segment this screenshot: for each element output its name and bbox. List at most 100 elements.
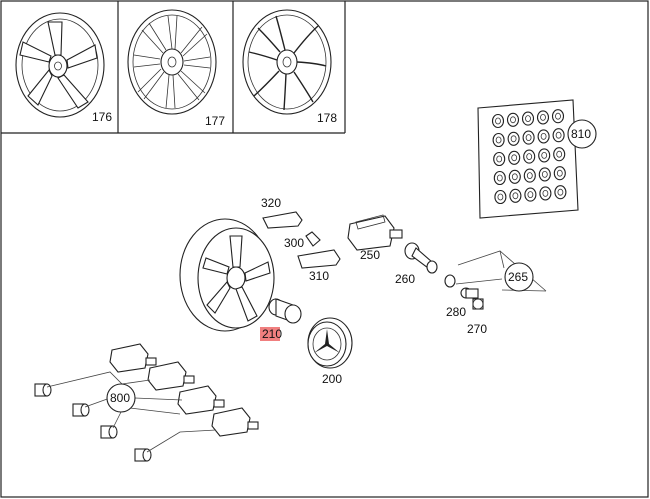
part-800-sensor-kit[interactable] (34, 343, 259, 462)
sensor-body (109, 343, 149, 373)
sticker (506, 112, 520, 127)
sticker (537, 129, 550, 144)
tire-pressure-sensor (109, 343, 157, 373)
sticker-center (541, 170, 548, 178)
wheel-176-label: 176 (92, 110, 112, 124)
sticker-center (555, 131, 562, 139)
part-270-label: 270 (467, 322, 487, 336)
part-300-bracket[interactable] (305, 231, 321, 247)
part-810-label: 810 (571, 127, 591, 141)
sticker-grid (491, 109, 567, 205)
sticker-center (540, 132, 547, 140)
part-280-label: 280 (446, 305, 466, 319)
wheel-177-thumbnail[interactable] (127, 9, 217, 115)
leader-line (121, 379, 151, 385)
leader-line (146, 429, 217, 453)
part-280-nut[interactable] (460, 287, 479, 299)
wheel-178-label: 178 (317, 111, 337, 125)
sticker (491, 113, 505, 129)
sticker (492, 132, 505, 148)
leader-line (134, 397, 183, 401)
sticker-center (511, 173, 518, 181)
sensor-stem (145, 357, 157, 366)
part-260-valve-stem[interactable] (404, 242, 438, 274)
part-810-sticker-sheet[interactable] (477, 99, 579, 219)
sticker (493, 151, 506, 167)
leader-line (46, 371, 123, 388)
sticker-center (556, 150, 563, 158)
leader-line (129, 407, 181, 415)
sticker-center (511, 154, 518, 162)
part-200-hub-cap[interactable] (307, 317, 353, 369)
sticker-center (556, 169, 563, 177)
sticker-center (525, 134, 532, 142)
leader-line (112, 411, 122, 429)
sticker (536, 110, 550, 125)
sensor-stem (183, 375, 195, 384)
part-250-tire-pressure-sensor[interactable] (347, 214, 403, 251)
tire-pressure-sensor (147, 361, 195, 391)
bolt-head (142, 448, 152, 462)
part-250-label: 250 (360, 248, 380, 262)
sticker-center (555, 112, 561, 120)
sticker (538, 148, 551, 163)
sticker-center (495, 136, 502, 144)
sticker-center (510, 135, 517, 143)
sticker (494, 189, 507, 205)
bolt-head (80, 403, 90, 417)
part-265-label: 265 (508, 270, 528, 284)
sensor-body (177, 385, 217, 415)
part-210-highlight (260, 327, 280, 341)
sensor-body (147, 361, 187, 391)
part-210-label: 210 (262, 327, 282, 341)
sticker (523, 168, 536, 183)
sticker-center (496, 174, 503, 182)
bolt-head (42, 383, 52, 397)
sticker (553, 147, 566, 162)
tire-pressure-sensor (177, 385, 225, 415)
part-200-label: 200 (322, 372, 342, 386)
sticker-center (540, 114, 546, 121)
sticker-center (510, 116, 516, 124)
part-310-plate[interactable] (297, 249, 341, 269)
sensor-bolt (134, 448, 152, 462)
sticker-center (497, 193, 504, 201)
sticker-center (526, 172, 533, 180)
part-270-cap[interactable] (472, 298, 484, 310)
sticker (523, 149, 536, 164)
tire-pressure-sensor (211, 407, 259, 437)
wheel-178-thumbnail[interactable] (242, 9, 332, 115)
part-260-label: 260 (395, 272, 415, 286)
sticker (553, 166, 566, 181)
sticker-center (557, 188, 564, 196)
sticker (522, 130, 535, 145)
sticker-center (512, 192, 519, 200)
part-265-callout[interactable] (504, 262, 534, 292)
sticker-center (496, 155, 503, 163)
sensor-stem (247, 421, 259, 430)
leader-line (84, 397, 111, 408)
sensor-stem (213, 399, 225, 408)
sensor-bolt (100, 425, 118, 439)
wheel-176-thumbnail[interactable] (15, 12, 105, 118)
sensor-bolt (72, 403, 90, 417)
part-210-wheel-bolt[interactable] (268, 298, 302, 324)
main-wheel[interactable] (179, 218, 275, 332)
sticker (508, 169, 521, 184)
sticker (493, 170, 506, 186)
part-800-callout[interactable] (106, 383, 136, 413)
sensor-bolt (34, 383, 52, 397)
part-810-callout[interactable] (567, 119, 597, 149)
sticker (509, 188, 522, 203)
star-emblem-icon (314, 329, 340, 353)
part-320-clip[interactable] (262, 211, 303, 229)
sticker (521, 111, 535, 126)
sticker (551, 109, 565, 124)
sticker (554, 185, 567, 200)
part-265-washer[interactable] (444, 274, 456, 288)
sticker (538, 167, 551, 182)
sticker-center (525, 115, 531, 122)
sticker (508, 150, 521, 165)
